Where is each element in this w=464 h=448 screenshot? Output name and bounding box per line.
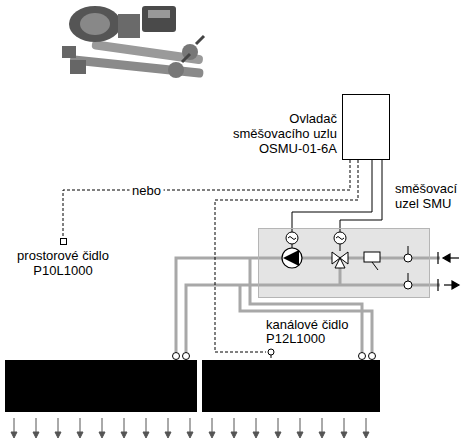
mixing-unit-illustration — [62, 6, 204, 78]
mixing-unit-box: směšovací uzel SMU — [258, 228, 430, 298]
motor-symbols — [286, 232, 346, 244]
controller-box: Ovladač směšovacího uzlu OSMU-01-6A — [342, 94, 390, 160]
ball-valve-symbols — [404, 246, 412, 289]
node-label: prostorové čidlo P10L1000 — [8, 248, 118, 278]
sensor-cable — [215, 160, 358, 352]
control-wire — [292, 160, 372, 228]
duct-sensor: kanálové čidlo P12L1000 — [266, 318, 352, 358]
node-label: kanálové čidlo P12L1000 — [266, 318, 352, 346]
sensor-symbol — [60, 238, 67, 245]
pump-symbol — [282, 248, 302, 268]
heater-panels — [5, 360, 380, 412]
air-flow-arrows — [11, 418, 369, 438]
node-label: Ovladač směšovacího uzlu OSMU-01-6A — [231, 111, 337, 156]
node-label: směšovací uzel SMU — [395, 181, 461, 211]
edge-label: nebo — [129, 183, 164, 198]
smu-ground — [258, 228, 430, 298]
sensor-symbol — [266, 346, 282, 358]
room-sensor: prostorové čidlo P10L1000 — [8, 238, 118, 278]
mixing-valve-symbol — [332, 252, 348, 268]
sensor-cable — [63, 160, 350, 238]
motor-wires — [292, 228, 340, 251]
control-wire — [340, 160, 382, 228]
flow-arrows — [438, 252, 459, 291]
pipes — [176, 258, 440, 352]
filter-symbol — [364, 252, 380, 270]
